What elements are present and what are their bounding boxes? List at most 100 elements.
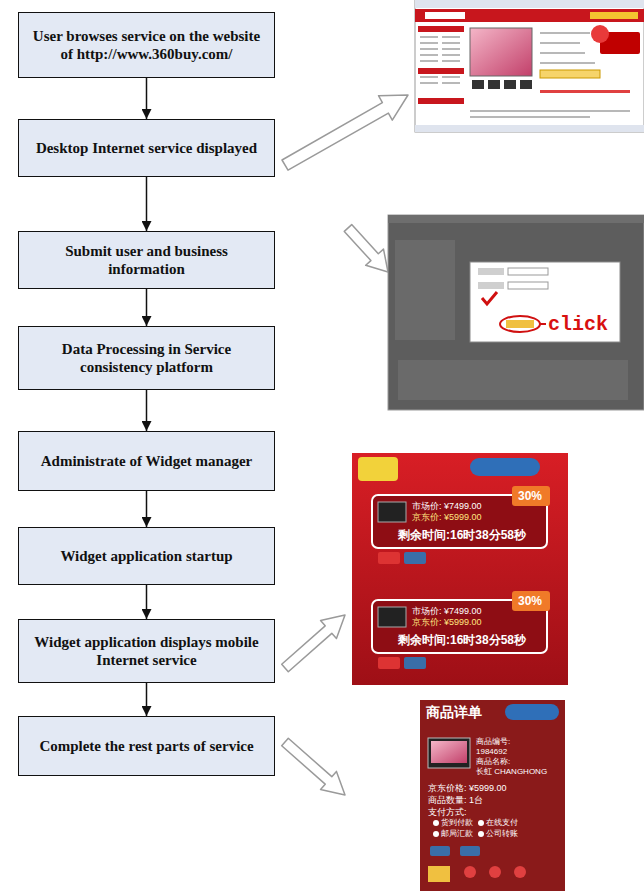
illustration-shape [352,453,568,685]
illustration-shape [591,25,609,43]
illustration-shape [514,866,526,878]
flow-arrow [146,390,148,431]
illustration-shape [425,12,465,19]
illustration-shape [420,42,438,44]
illustration-shape [418,26,464,32]
illustration-shape [464,866,476,878]
illustration-shape [540,32,590,34]
illustration-shape [540,70,600,78]
screenshot-text: 商品详单 [426,705,482,720]
illustration-shape [418,98,464,104]
illustration-shape [470,262,620,342]
callout-arrows [282,95,408,795]
illustration-shape [520,80,532,89]
widget-detail-screenshot [420,700,565,891]
illustration-shape [398,360,628,400]
illustration-shape [378,607,406,627]
illustration-shape [431,741,467,763]
illustration-shape [472,80,484,89]
process-box: Desktop Internet service displayed [18,119,275,177]
illustration-shape [420,76,438,78]
illustration-shape [433,820,439,826]
illustration-shape [420,54,438,56]
flow-arrow [146,78,148,119]
screenshot-text: 京东价格: ¥5999.00 [428,784,507,793]
illustration-shape [420,36,438,38]
hollow-arrow [282,95,408,170]
illustration-shape [508,268,548,275]
illustration-shape [395,240,455,340]
screenshot-text: 支付方式: [428,808,467,817]
flow-arrow [146,491,148,527]
screenshot-text: 市场价: ¥7499.00 [412,607,482,616]
illustration-shape [540,323,546,325]
illustration-shape [512,486,550,506]
illustration-shape [378,657,400,669]
illustration-shape [442,60,460,62]
illustration-shape [415,0,644,8]
screenshot-text: 商品编号: [476,738,510,746]
illustration-shape [433,831,439,837]
illustration-shape [428,866,450,882]
process-box: Data Processing in Service consistency p… [18,326,275,390]
process-box: Complete the rest parts of service [18,716,275,776]
illustration-shape [442,36,460,38]
flow-arrow [146,289,148,326]
illustration-shape [404,657,426,669]
screenshot-text: 30% [518,490,542,503]
process-box: User browses service on the website of h… [18,12,275,78]
process-box: Submit user and business information [18,231,275,289]
illustration-shape [442,42,460,44]
illustration-shape [504,80,516,89]
illustration-shape [420,48,438,50]
illustration-shape [388,215,644,410]
desktop-screenshot [415,0,644,132]
flow-arrow [146,177,148,231]
screenshot-text: click [548,314,608,335]
illustration-shape [428,738,470,768]
illustration-shape [415,9,644,22]
illustration-shape [420,82,438,84]
illustration-shape [590,12,638,19]
screenshot-text: 30% [518,595,542,608]
illustration-shape [442,76,460,78]
illustration-shape [378,502,406,522]
illustration-shape [500,316,540,332]
process-box: Administrate of Widget manager [18,431,275,491]
process-label: Widget application displays mobile Inter… [29,633,264,669]
illustration-shape [470,458,540,476]
illustration-shape [442,54,460,56]
illustration-shape [404,552,426,564]
process-label: Submit user and business information [29,242,264,278]
screenshot-text: 1984692 [476,748,507,756]
illustration-shape [420,60,438,62]
illustration-shape [420,700,565,891]
process-label: User browses service on the website of h… [29,27,264,63]
illustration-shape [415,125,644,132]
illustration-shape [478,820,484,826]
hollow-arrow [344,225,388,272]
screenshot-text: 在线支付 [486,819,518,827]
screenshot-text: 京东价: ¥5999.00 [412,618,482,627]
process-label: Complete the rest parts of service [39,737,253,755]
screenshot-text: 剩余时间:16时38分58秒 [398,529,526,542]
illustration-shape [488,80,500,89]
illustration-shape [540,52,585,54]
illustration-shape [470,116,590,118]
hollow-arrow [282,615,345,672]
illustration-shape [489,866,501,878]
illustration-shape [540,62,595,64]
illustration-shape [506,320,534,328]
illustration-shape [418,68,464,74]
flow-arrow [146,683,148,716]
illustration-shape [512,591,550,611]
illustration-shape [470,110,630,112]
illustration-shape [508,282,548,289]
illustration-shape [442,48,460,50]
screenshot-text: 邮局汇款 [441,830,473,838]
process-box: Widget application startup [18,527,275,585]
illustration-shape [415,0,644,132]
process-label: Data Processing in Service consistency p… [29,340,264,376]
illustration-shape [540,90,630,93]
screenshot-text: 公司转账 [486,830,518,838]
